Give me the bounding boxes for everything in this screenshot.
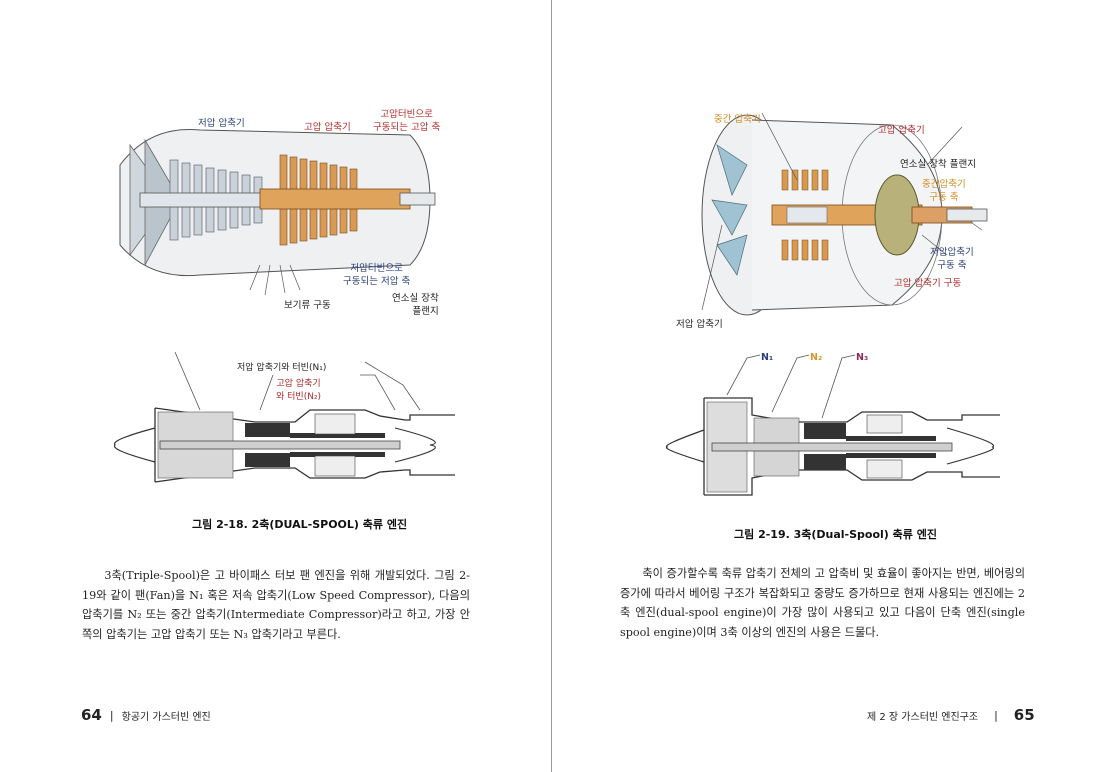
label-ip-shaft-line1: 중간압축기 [922, 179, 966, 190]
label-low-pressure-compressor: 저압 압축기 [198, 118, 245, 129]
footer-separator: | [109, 708, 114, 722]
label-lp-shaft-line1: 저압터빈으로 [350, 263, 403, 274]
label-combustor-flange-line2: 플랜지 [412, 306, 439, 317]
label-n2-line2: 와 터빈(N₂) [276, 392, 322, 402]
label-intermediate-compressor: 중간 압축기 [714, 114, 761, 125]
triple-spool-schematic [665, 354, 1000, 496]
page-number: 64 [81, 706, 102, 724]
label-hp-shaft-line2: 구동되는 고압 축 [373, 122, 441, 133]
label-lp-shaft: 저압터빈으로 구동되는 저압 축 [343, 262, 410, 288]
label-high-pressure-compressor: 고압 압축기 [878, 125, 925, 136]
page-gutter-divider [551, 0, 552, 772]
paragraph-text: 축이 증가할수록 축류 압축기 전체의 고 압축비 및 효율이 좋아지는 반면,… [620, 567, 1025, 639]
label-n1-low-compressor-turbine: 저압 압축기와 터빈(N₁) [237, 363, 327, 373]
label-ip-compressor-shaft: 중간압축기 구동 축 [922, 178, 966, 204]
body-paragraph-right: 축이 증가할수록 축류 압축기 전체의 고 압축비 및 효율이 좋아지는 반면,… [620, 564, 1025, 642]
label-hp-compressor-drive: 고압 압축기 구동 [894, 278, 962, 289]
page-number: 65 [1013, 706, 1035, 724]
label-combustor-flange-line1: 연소실 장착 [392, 293, 439, 304]
label-combustor-flange: 연소실 장착 플랜지 [900, 159, 976, 170]
paragraph-text: 3축(Triple-Spool)은 고 바이패스 터보 팬 엔진을 위해 개발되… [82, 569, 470, 641]
chapter-title: 제 2 장 가스터빈 엔진구조 [867, 711, 979, 723]
footer-separator: | [994, 708, 998, 722]
dual-spool-schematic [113, 351, 455, 483]
dual-spool-cutaway-illustration [119, 128, 436, 296]
footer-left: 64 | 항공기 가스터빈 엔진 [81, 706, 211, 724]
figure-caption-2-18: 그림 2-18. 2축(DUAL-SPOOL) 축류 엔진 [192, 518, 408, 531]
figure-caption-2-19: 그림 2-19. 3축(Dual-Spool) 축류 엔진 [734, 528, 937, 541]
label-high-pressure-compressor: 고압 압축기 [304, 122, 351, 133]
body-paragraph-left: 3축(Triple-Spool)은 고 바이패스 터보 팬 엔진을 위해 개발되… [82, 566, 470, 644]
label-lp-compressor-shaft: 저압압축기 구동 축 [930, 246, 974, 272]
label-low-pressure-compressor: 저압 압축기 [676, 319, 723, 330]
footer-right: 제 2 장 가스터빈 엔진구조 | 65 [867, 706, 1035, 724]
triple-spool-cutaway-illustration [701, 112, 988, 316]
right-page: 중간 압축기 고압 압축기 연소실 장착 플랜지 중간압축기 구동 축 저압압축… [552, 0, 1102, 772]
label-lp-shaft-line1: 저압압축기 [930, 247, 974, 258]
label-combustor-flange: 연소실 장착 플랜지 [392, 292, 439, 318]
book-title: 항공기 가스터빈 엔진 [121, 711, 211, 723]
label-lp-shaft-line2: 구동 축 [937, 260, 967, 271]
label-hp-shaft: 고압터빈으로 구동되는 고압 축 [373, 108, 440, 134]
label-lp-shaft-line2: 구동되는 저압 축 [343, 276, 411, 287]
label-n2-line1: 고압 압축기 [276, 379, 321, 389]
label-n1: N₁ [761, 352, 774, 363]
label-accessory-drive: 보기류 구동 [284, 300, 331, 311]
label-n3: N₃ [856, 352, 869, 363]
left-page: 저압 압축기 고압 압축기 고압터빈으로 구동되는 고압 축 저압터빈으로 구동… [81, 108, 470, 724]
label-n2: N₂ [810, 352, 823, 363]
label-n2-high-compressor-turbine: 고압 압축기 와 터빈(N₂) [276, 378, 321, 404]
label-hp-shaft-line1: 고압터빈으로 [380, 109, 433, 120]
label-ip-shaft-line2: 구동 축 [929, 192, 959, 203]
